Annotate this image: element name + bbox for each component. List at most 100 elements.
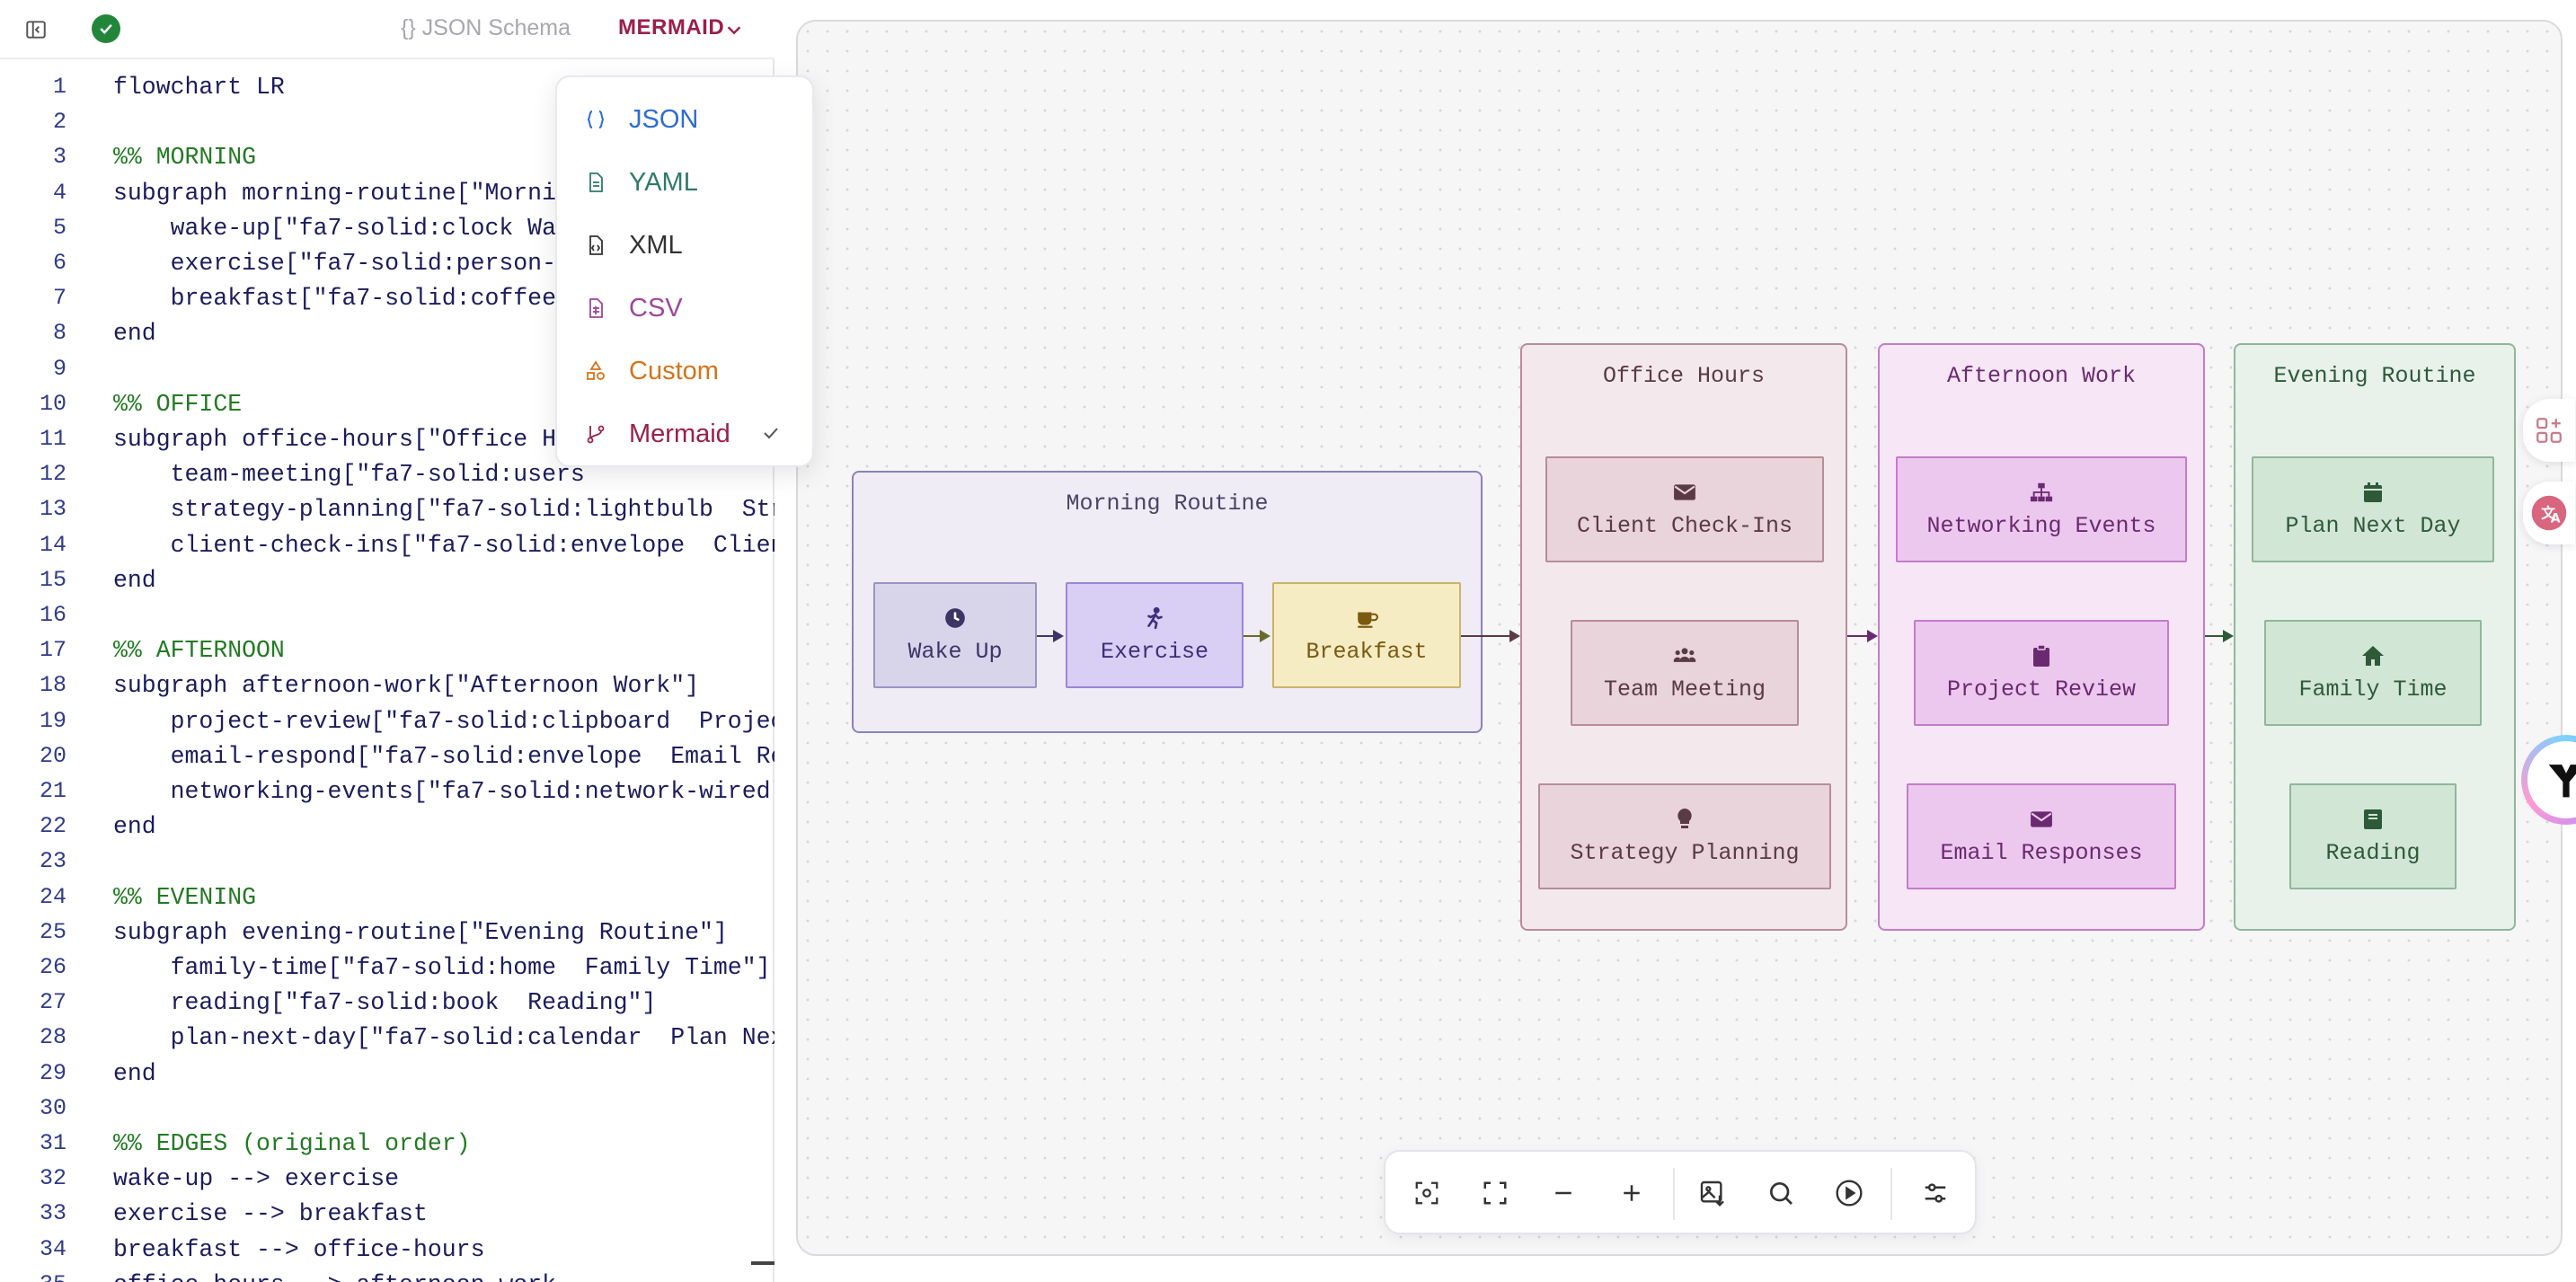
apps-widget-icon[interactable] — [2523, 399, 2575, 462]
node-breakfast[interactable]: Breakfast — [1272, 582, 1461, 688]
code-line[interactable]: 26 family-time["fa7-solid:home Family Ti… — [0, 950, 775, 985]
zoom-in-icon[interactable] — [1614, 1175, 1650, 1211]
svg-text:A: A — [2551, 512, 2561, 526]
arrowhead — [1053, 630, 1064, 642]
search-icon[interactable] — [1763, 1175, 1799, 1211]
code-line[interactable]: 35office-hours --> afternoon-work — [0, 1268, 775, 1282]
chevron-down-icon[interactable] — [724, 20, 744, 40]
line-number: 19 — [39, 707, 66, 734]
code-line[interactable]: 27 reading["fa7-solid:book Reading"] — [0, 986, 775, 1020]
settings-sliders-icon[interactable] — [1917, 1175, 1953, 1211]
line-number: 35 — [0, 1268, 66, 1282]
code-line[interactable]: 17%% AFTERNOON — [0, 633, 775, 668]
zoom-out-icon[interactable] — [1545, 1175, 1581, 1211]
format-option-mermaid[interactable]: Mermaid — [557, 402, 816, 465]
code-line[interactable]: 2 — [0, 105, 775, 139]
line-number: 12 — [39, 461, 66, 488]
format-option-custom[interactable]: Custom — [557, 340, 816, 402]
edge-wake-up-exercise — [1037, 635, 1055, 637]
node-plan-next-day[interactable]: Plan Next Day — [2252, 456, 2494, 562]
diagram-canvas[interactable]: Morning Routine Wake Up Exercise Breakfa… — [796, 20, 2563, 1256]
code-line[interactable]: 20 email-respond["fa7-solid:envelope Ema… — [0, 739, 775, 774]
node-reading[interactable]: Reading — [2289, 783, 2456, 889]
sidebar-toggle-icon[interactable] — [20, 14, 52, 45]
line-number: 21 — [39, 778, 66, 804]
line-number: 23 — [39, 848, 66, 875]
json-schema-button[interactable]: {} JSON Schema — [401, 15, 571, 40]
line-number: 4 — [52, 179, 66, 206]
code-line[interactable]: 19 project-review["fa7-solid:clipboard P… — [0, 704, 775, 738]
checkmark-icon — [760, 422, 783, 446]
code-line[interactable]: 10%% OFFICE — [0, 387, 775, 421]
assistant-logo-icon[interactable] — [2521, 735, 2576, 825]
node-strategy-planning[interactable]: Strategy Planning — [1538, 783, 1831, 889]
code-line[interactable]: 7 breakfast["fa7-solid:coffee — [0, 281, 775, 315]
format-option-csv[interactable]: CSV — [557, 277, 816, 340]
code-line[interactable]: 14 client-check-ins["fa7-solid:envelope … — [0, 528, 775, 562]
line-text: end — [113, 813, 156, 841]
code-line[interactable]: 24%% EVENING — [0, 880, 775, 915]
export-image-icon[interactable] — [1695, 1175, 1731, 1211]
code-line[interactable]: 31%% EDGES (original order) — [0, 1127, 775, 1161]
format-option-yaml[interactable]: YAML — [557, 151, 816, 214]
line-number: 27 — [39, 989, 66, 1016]
horizontal-scrollbar[interactable] — [751, 1261, 775, 1265]
code-line[interactable]: 6 exercise["fa7-solid:person-r — [0, 246, 775, 280]
node-client-check-ins[interactable]: Client Check-Ins — [1545, 456, 1824, 562]
code-line[interactable]: 30 — [0, 1092, 775, 1126]
code-line[interactable]: 5 wake-up["fa7-solid:clock Wak — [0, 211, 775, 245]
line-number: 1 — [52, 74, 66, 100]
line-number: 15 — [39, 566, 66, 593]
code-line[interactable]: 28 plan-next-day["fa7-solid:calendar Pla… — [0, 1021, 775, 1055]
format-option-xml[interactable]: XML — [557, 214, 816, 277]
play-icon[interactable] — [1831, 1175, 1867, 1211]
code-line[interactable]: 13 strategy-planning["fa7-solid:lightbul… — [0, 492, 775, 526]
line-text: email-respond["fa7-solid:envelope Email … — [113, 742, 775, 770]
line-number: 11 — [39, 426, 66, 452]
line-number: 2 — [52, 109, 66, 136]
node-team-meeting[interactable]: Team Meeting — [1571, 620, 1799, 726]
code-line[interactable]: 9 — [0, 352, 775, 386]
fullscreen-icon[interactable] — [1477, 1175, 1513, 1211]
node-exercise[interactable]: Exercise — [1066, 582, 1244, 688]
code-line[interactable]: 16 — [0, 598, 775, 632]
code-line[interactable]: 3%% MORNING — [0, 140, 775, 174]
code-line[interactable]: 12 team-meeting["fa7-solid:users — [0, 457, 775, 491]
arrowhead — [1509, 630, 1520, 642]
node-email-responses[interactable]: Email Responses — [1907, 783, 2176, 889]
node-label: Project Review — [1946, 676, 2137, 703]
node-project-review[interactable]: Project Review — [1914, 620, 2169, 726]
line-number: 28 — [39, 1024, 66, 1051]
format-mode-dropdown[interactable]: MERMAID — [618, 15, 725, 40]
line-number: 3 — [52, 144, 66, 171]
node-label: Email Responses — [1940, 839, 2143, 866]
node-networking-events[interactable]: Networking Events — [1896, 456, 2187, 562]
format-option-json[interactable]: JSON — [557, 88, 816, 151]
file-spreadsheet-icon — [584, 296, 607, 320]
format-option-label: Custom — [629, 356, 719, 385]
code-line[interactable]: 23 — [0, 844, 775, 879]
code-line[interactable]: 21 networking-events["fa7-solid:network-… — [0, 774, 775, 809]
line-number: 13 — [39, 496, 66, 523]
format-option-label: Mermaid — [629, 419, 730, 448]
line-text: team-meeting["fa7-solid:users — [113, 461, 585, 489]
line-number: 25 — [39, 918, 66, 945]
node-family-time[interactable]: Family Time — [2264, 620, 2482, 726]
svg-text:文: 文 — [2541, 504, 2555, 521]
node-wake-up[interactable]: Wake Up — [873, 582, 1037, 688]
focus-icon[interactable] — [1409, 1175, 1445, 1211]
